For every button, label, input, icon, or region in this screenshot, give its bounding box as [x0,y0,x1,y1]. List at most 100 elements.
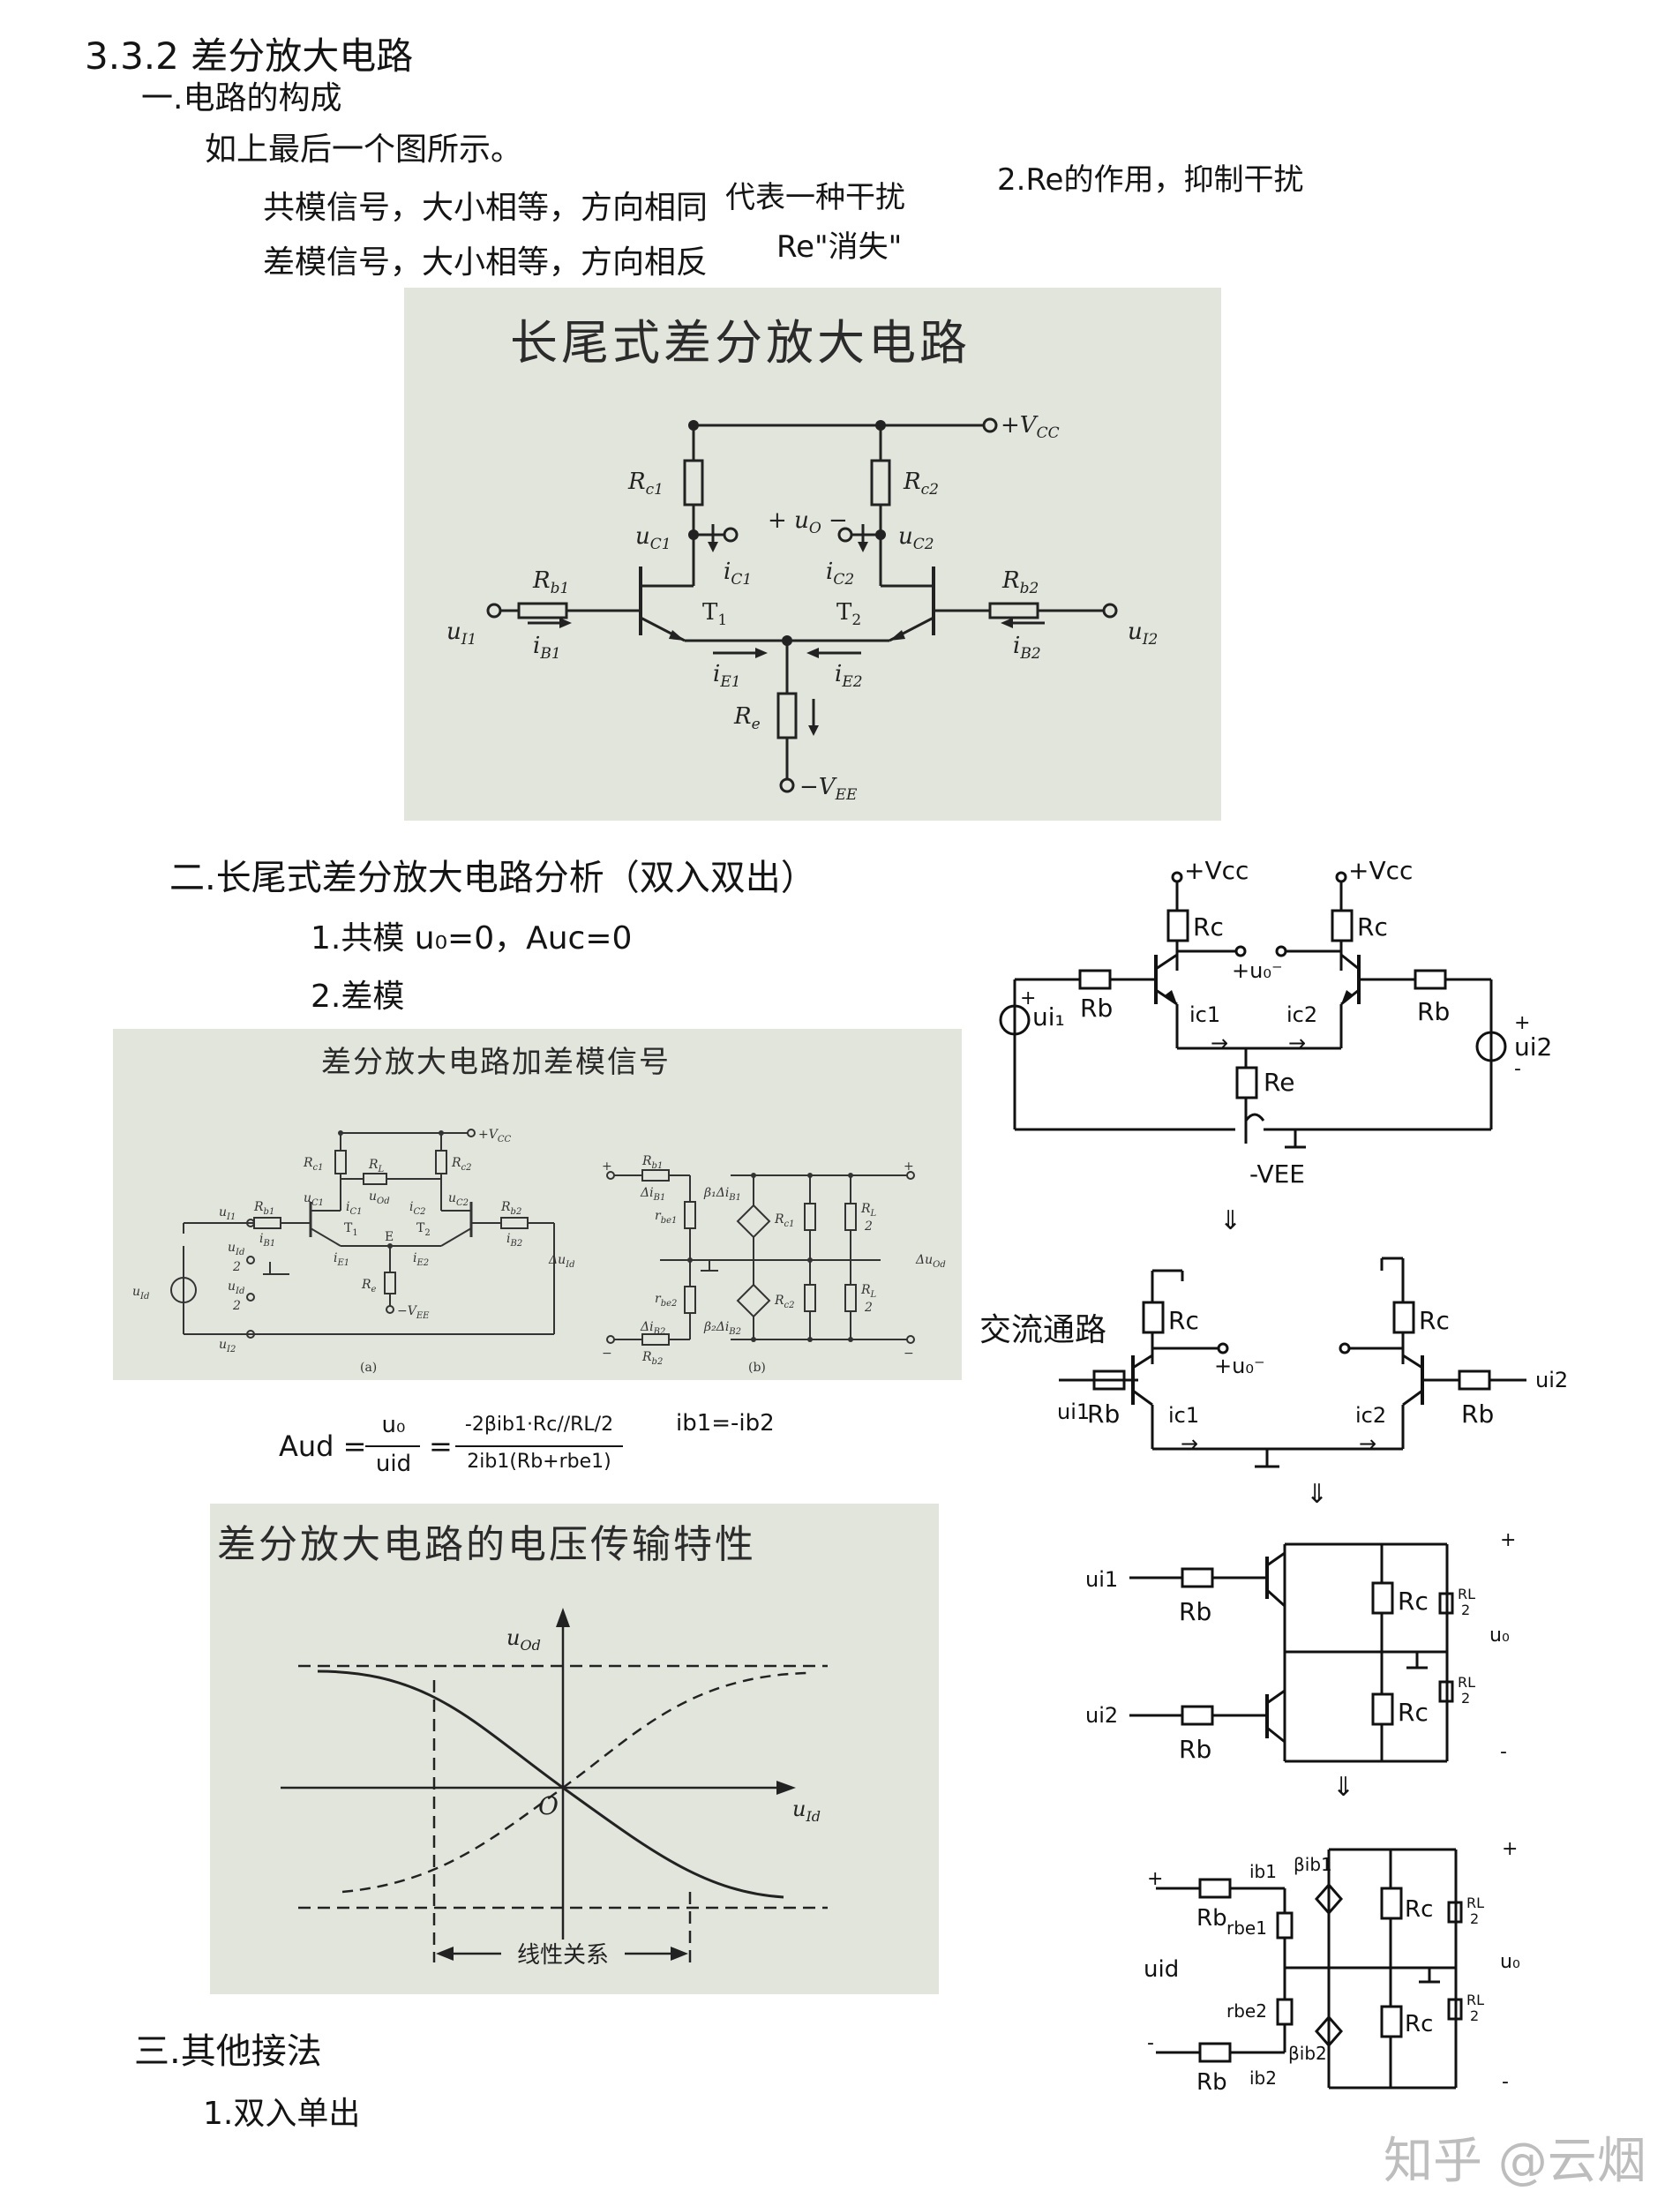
s1-ic2: iC2 [826,559,854,589]
svg-text:ui₁: ui₁ [1032,1002,1065,1032]
interference-note: 代表一种干扰 [725,180,905,215]
svg-text:+Vcc: +Vcc [1348,856,1413,885]
s1-ie2: iE2 [835,661,863,691]
svg-text:Rc: Rc [1398,1698,1429,1727]
svg-text:→: → [1288,1031,1306,1055]
svg-text:−VEE: −VEE [397,1304,430,1321]
svg-text:iE2: iE2 [413,1251,429,1268]
svg-text:Rb2: Rb2 [500,1200,521,1217]
svg-text:Re: Re [1264,1068,1294,1097]
svg-text:uId: uId [228,1279,244,1296]
svg-text:uId: uId [132,1285,149,1302]
svg-text:Rc: Rc [1405,2011,1433,2037]
slide-differential-signal: 差分放大电路加差模信号 [113,1029,962,1380]
svg-text:RL: RL [860,1283,877,1300]
svg-text:+Vcc: +Vcc [1184,856,1249,885]
svg-text:Rc: Rc [1398,1587,1429,1616]
sketch-small-signal: uid + - Rb Rb ib1 ib2 rbe1 rbe2 βib1 βib… [1144,1838,1520,2091]
svg-text:Rb2: Rb2 [641,1350,663,1367]
svg-text:uid: uid [1144,1956,1179,1983]
part2-title: 二.长尾式差分放大电路分析（双入双出） [169,858,816,898]
origin-label: O [538,1791,559,1820]
svg-text:Rb: Rb [1461,1399,1494,1429]
gain-equals: = [429,1429,453,1463]
svg-text:RL: RL [860,1202,877,1219]
slide-transfer-characteristic: 差分放大电路的电压传输特性 线性关系 uOd uId [210,1504,939,1994]
s1-rb1: Rb1 [532,567,569,597]
svg-text:ib1: ib1 [1249,1861,1277,1882]
part3-title: 三.其他接法 [134,2031,322,2072]
common-mode-note: 共模信号，大小相等，方向相同 [263,190,709,226]
part3-item1: 1.双入单出 [203,2096,361,2132]
svg-text:ic1: ic1 [1189,1002,1220,1027]
svg-text:βib2: βib2 [1288,2043,1327,2064]
down-arrow-3: ⇓ [1332,1772,1355,1803]
svg-text:ΔuOd: ΔuOd [915,1253,946,1270]
slide2-title: 差分放大电路加差模信号 [321,1045,671,1080]
svg-text:T1: T1 [344,1221,358,1238]
svg-text:2: 2 [1461,1690,1470,1707]
svg-text:RL: RL [1466,1895,1484,1911]
caption-a: (a) [360,1361,377,1375]
svg-text:Rc: Rc [1405,1896,1433,1923]
svg-text:rbe2: rbe2 [1226,2000,1267,2022]
svg-text:iC2: iC2 [409,1200,426,1217]
s1-rc1: Rc1 [627,469,664,499]
svg-text:+: + [1500,1529,1516,1551]
svg-text:uC1: uC1 [304,1191,324,1208]
svg-text:Rc: Rc [1168,1306,1199,1335]
s1-rb2: Rb2 [1001,567,1039,597]
svg-text:Rb: Rb [1080,994,1113,1023]
svg-text:ui2: ui2 [1085,1703,1118,1728]
svg-text:Rb1: Rb1 [641,1154,663,1171]
svg-text:RL: RL [368,1158,385,1174]
s1-re: Re [733,703,761,733]
svg-text:uI1: uI1 [219,1205,236,1222]
sketch-full-circuit: +Vcc +Vcc Rc Rc +u₀⁻ Rb Rb ui₁ ui2 ic1 i… [999,856,1552,1189]
y-axis-label: uOd [506,1625,541,1654]
section-title: 3.3.2 差分放大电路 [85,34,414,78]
svg-text:uI2: uI2 [219,1338,236,1354]
svg-text:Rc1: Rc1 [774,1212,795,1229]
svg-text:uC2: uC2 [448,1191,469,1208]
svg-text:+: + [904,1159,914,1174]
svg-text:Rb: Rb [1196,1905,1227,1932]
s1-uc2: uC2 [898,523,934,553]
svg-text:+u₀⁻: +u₀⁻ [1214,1354,1265,1378]
differential-schematics: +VCC Rc1 Rc2 RL uOd uC1 uC2 iC1 iC2 T1 T… [132,1128,946,1375]
svg-text:2: 2 [1470,1910,1479,1927]
svg-text:E: E [385,1230,394,1244]
part1-title: 一.电路的构成 [141,80,342,116]
svg-text:ic2: ic2 [1286,1002,1317,1027]
svg-text:+: + [1514,1012,1530,1034]
s1-t1: T1 [702,599,727,629]
svg-text:Rb1: Rb1 [253,1200,274,1217]
svg-text:Rb: Rb [1196,2069,1227,2091]
re-role-note: 2.Re的作用，抑制干扰 [997,162,1304,198]
gain-formula: Aud = u₀ uid = -2βib1·Rc//RL/2 2ib1(Rb+r… [279,1410,773,1489]
svg-text:2: 2 [232,1260,241,1274]
x-axis-label: uId [792,1797,821,1825]
svg-text:Rc2: Rc2 [451,1156,472,1173]
s1-ic1: iC1 [724,559,752,589]
svg-text:ΔiB2: ΔiB2 [640,1320,665,1337]
svg-text:-: - [1514,1058,1521,1080]
svg-text:ic1: ic1 [1168,1403,1199,1428]
svg-text:+u₀⁻: +u₀⁻ [1232,958,1283,983]
ib-relation: ib1=-ib2 [676,1410,775,1437]
svg-text:uOd: uOd [369,1189,390,1206]
s1-vee: −VEE [799,774,858,804]
slide-long-tail-circuit: 长尾式差分放大电路 [404,288,1221,821]
svg-text:−: − [602,1347,612,1361]
s1-t2: T2 [836,599,861,629]
s1-uo: + uO − [768,507,848,537]
diff-mode-note: 差模信号，大小相等，方向相反 [263,244,709,281]
svg-text:Rb: Rb [1179,1597,1211,1626]
transfer-characteristic-plot: 线性关系 uOd uId O [281,1608,828,1969]
part2-item2: 2.差模 [311,979,405,1015]
svg-text:2: 2 [1461,1602,1470,1618]
svg-text:iE1: iE1 [334,1251,349,1268]
sketch-split-circuit: ui1 ui2 Rb Rb Rc Rc RL 2 RL 2 u₀ + - [1085,1529,1516,1764]
down-arrow-1: ⇓ [1219,1205,1242,1236]
svg-text:ib2: ib2 [1249,2067,1277,2089]
